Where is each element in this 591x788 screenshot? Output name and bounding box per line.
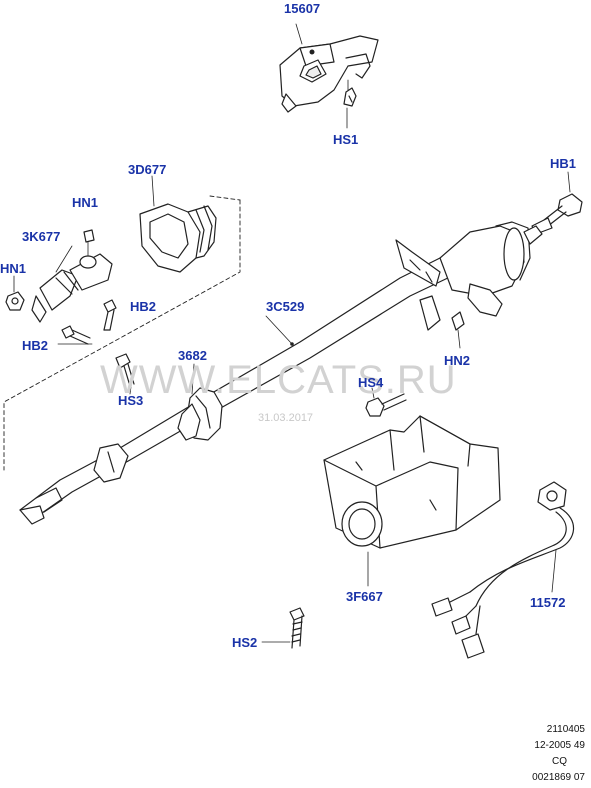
part-15607-bracket: [279, 23, 379, 113]
part-hb1-bolt: [531, 171, 583, 235]
callout-hs1[interactable]: HS1: [333, 132, 359, 147]
part-3f667-shroud: [323, 415, 501, 587]
part-hs4-screw: [365, 387, 407, 417]
part-hs2-screw: [261, 607, 305, 649]
part-hs3-screw: [115, 353, 135, 395]
part-11572-harness: [431, 481, 575, 659]
callout-hs3[interactable]: HS3: [118, 393, 144, 408]
watermark-text: WWW.ELCATS.RU: [100, 358, 457, 402]
part-3k677-joint: [31, 229, 113, 323]
callout-3682[interactable]: 3682: [178, 348, 207, 363]
callout-hs2[interactable]: HS2: [232, 635, 258, 650]
ref-line-4: 0021869 07: [532, 772, 585, 783]
callout-hn2[interactable]: HN2: [444, 353, 471, 368]
ref-line-2: 12-2005 49: [534, 740, 585, 751]
part-hn1-nut: [5, 275, 25, 311]
leader-3682: [191, 363, 195, 395]
callout-3f667[interactable]: 3F667: [346, 589, 383, 604]
dashed-group-outline: [3, 195, 241, 471]
callout-hb2-right[interactable]: HB2: [130, 299, 157, 314]
ref-line-3: CQ: [552, 756, 567, 767]
callout-hb1[interactable]: HB1: [550, 156, 577, 171]
callout-3c529[interactable]: 3C529: [266, 299, 305, 314]
callout-hn1-top[interactable]: HN1: [72, 195, 99, 210]
callout-11572[interactable]: 11572: [530, 595, 566, 610]
callout-3d677[interactable]: 3D677: [128, 162, 167, 177]
callout-hs4[interactable]: HS4: [358, 375, 384, 390]
part-3c529-column: [19, 257, 453, 525]
ref-line-1: 2110405: [546, 724, 585, 735]
part-3d677-boot: [139, 175, 217, 273]
part-column-housing: [395, 221, 543, 349]
callout-3k677[interactable]: 3K677: [22, 229, 61, 244]
watermark-date: 31.03.2017: [258, 412, 314, 424]
callout-15607[interactable]: 15607: [284, 1, 321, 16]
part-hb2-bolts: [57, 299, 117, 345]
part-hs1-screw: [343, 79, 357, 129]
callout-hb2-left[interactable]: HB2: [22, 338, 49, 353]
callout-hn1-left[interactable]: HN1: [0, 261, 27, 276]
